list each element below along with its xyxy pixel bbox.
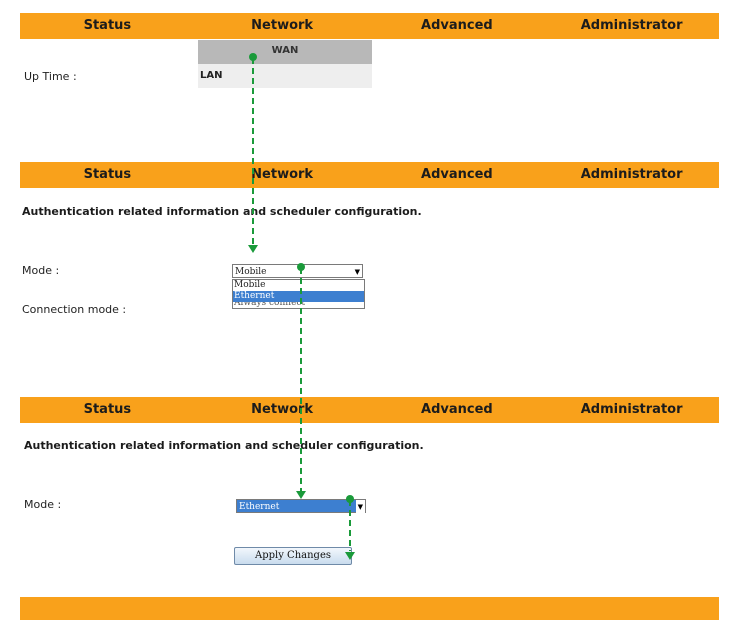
nav-bar-3: Status Network Advanced Administrator	[20, 397, 719, 423]
nav-bar-1: Status Network Advanced Administrator	[20, 13, 719, 39]
dropdown-option-always-connect[interactable]: Always connect	[234, 302, 306, 308]
mode-select-value: Ethernet	[239, 502, 280, 512]
submenu-item-wan[interactable]: WAN	[198, 40, 372, 64]
mode-label: Mode :	[24, 498, 62, 511]
mode-select-value: Mobile	[235, 267, 267, 277]
arrow-head-1	[248, 245, 258, 253]
chevron-down-icon: ▼	[355, 500, 365, 514]
nav-status[interactable]: Status	[83, 167, 132, 182]
nav-advanced[interactable]: Advanced	[421, 18, 493, 33]
chevron-down-icon: ▼	[354, 268, 360, 276]
nav-bar-2: Status Network Advanced Administrator	[20, 162, 719, 188]
arrow-head-2	[296, 491, 306, 499]
nav-advanced[interactable]: Advanced	[421, 167, 493, 182]
network-submenu: WAN LAN	[198, 40, 372, 88]
nav-administrator[interactable]: Administrator	[580, 402, 683, 417]
page-description: Authentication related information and s…	[24, 439, 424, 452]
dropdown-option-ethernet[interactable]: Ethernet	[233, 291, 364, 302]
nav-network[interactable]: Network	[251, 402, 314, 417]
mode-select[interactable]: Ethernet ▼	[236, 499, 366, 514]
uptime-label: Up Time :	[24, 70, 77, 83]
dropdown-option-mobile[interactable]: Mobile	[234, 280, 266, 290]
connection-mode-label: Connection mode :	[22, 303, 127, 316]
submenu-item-lan[interactable]: LAN	[198, 64, 372, 88]
mode-select[interactable]: Mobile ▼	[232, 264, 363, 278]
nav-status[interactable]: Status	[83, 18, 132, 33]
apply-changes-button[interactable]: Apply Changes	[234, 547, 352, 565]
nav-status[interactable]: Status	[83, 402, 132, 417]
nav-advanced[interactable]: Advanced	[421, 402, 493, 417]
nav-administrator[interactable]: Administrator	[580, 18, 683, 33]
nav-network[interactable]: Network	[251, 167, 314, 182]
page-description: Authentication related information and s…	[22, 205, 422, 218]
mode-dropdown-list: Mobile Ethernet Always connect	[232, 279, 365, 309]
mode-label: Mode :	[22, 264, 60, 277]
nav-network[interactable]: Network	[251, 18, 314, 33]
nav-administrator[interactable]: Administrator	[580, 167, 683, 182]
footer-bar	[20, 597, 719, 620]
